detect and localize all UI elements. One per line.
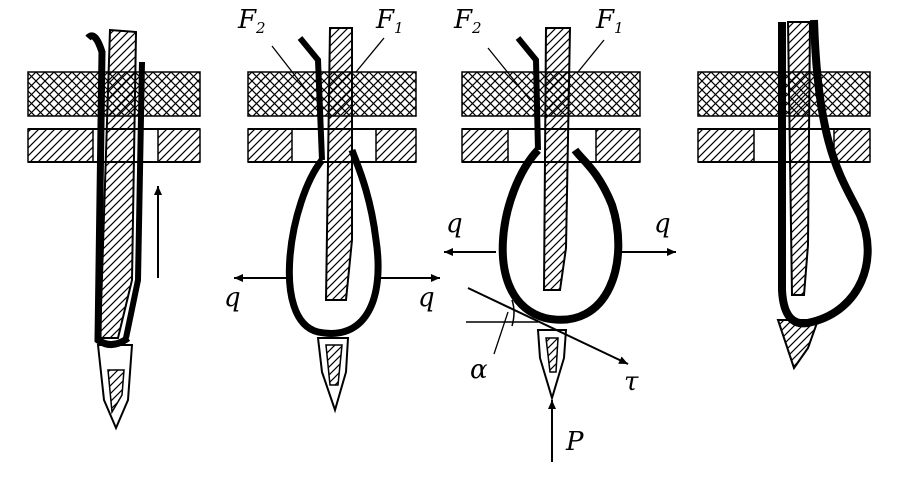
panel-3: F2 F1 q q α τ P [444,5,676,462]
q-right-label: q [654,209,671,239]
panel-1 [27,28,201,431]
needle [776,21,820,371]
f2-label: F2 [237,5,266,37]
needle [536,27,572,402]
panel-4 [697,19,872,371]
panel-2: F2 F1 q q [224,5,440,414]
q-right-label: q [418,283,435,313]
q-left-label: q [446,209,463,239]
p-label: P [565,427,584,457]
thread-loop [498,36,623,324]
alpha-label: α [470,355,488,385]
force-arrows [444,39,676,462]
f1-label: F1 [595,5,624,37]
needle [316,27,353,414]
q-left-label: q [224,283,241,313]
force-arrows [234,37,440,282]
f2-label: F2 [453,5,482,37]
thread [85,32,145,348]
thread-loop [285,36,382,337]
f1-label: F1 [375,5,404,37]
tau-label: τ [624,367,639,397]
